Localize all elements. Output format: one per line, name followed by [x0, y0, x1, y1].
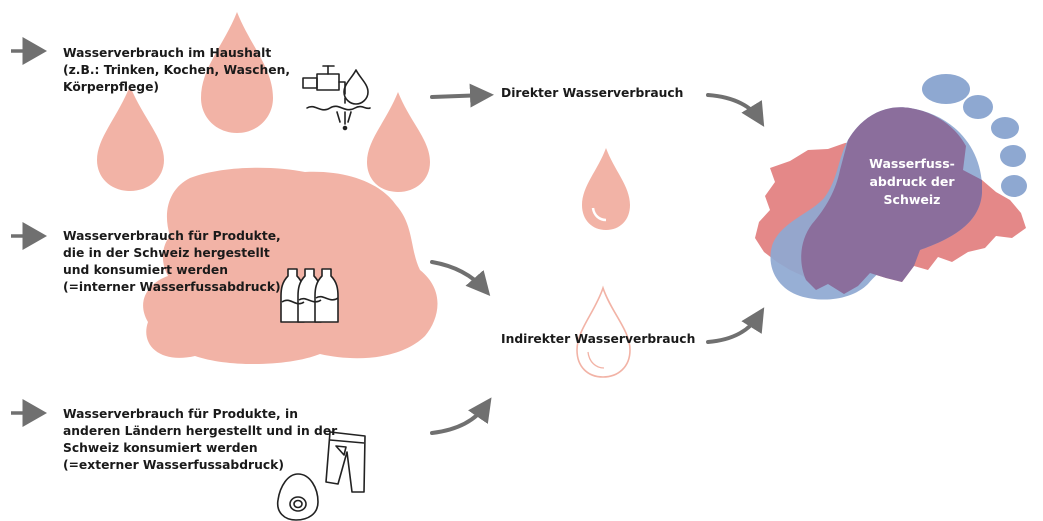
indirect-drop-inner [587, 351, 605, 369]
arrow-direct-to-footprint [706, 93, 765, 127]
label-line: Schweiz konsumiert werden [63, 441, 258, 455]
label-line: (=externer Wasserfussabdruck) [63, 458, 284, 472]
label-line: (=interner Wasserfussabdruck) [63, 280, 281, 294]
arrow-external-to-indirect [430, 397, 492, 435]
flow-arrows [430, 83, 765, 435]
bottles-icon [280, 268, 339, 323]
drop-shape [97, 86, 164, 191]
household-label: Wasserverbrauch im Haushalt (z.B.: Trink… [63, 45, 290, 96]
toe-shape [1001, 175, 1027, 197]
cloud-shape [143, 167, 438, 365]
direct-drop-highlight [591, 207, 607, 222]
internal-label: Wasserverbrauch für Produkte, die in der… [63, 228, 281, 296]
toe-shape [991, 117, 1019, 139]
footprint-illustration [755, 74, 1027, 300]
direct-drop-icon [582, 148, 630, 230]
label-line: Körperpflege) [63, 80, 160, 94]
footprint-overlap [801, 107, 982, 294]
external-label: Wasserverbrauch für Produkte, in anderen… [63, 406, 337, 474]
footprint-title: Wasserfuss- abdruck der Schweiz [852, 155, 972, 209]
arrow-internal-to-indirect [430, 260, 491, 297]
footprint-title-line: abdruck der [869, 174, 955, 189]
direct-consumption-label: Direkter Wasserverbrauch [501, 86, 684, 100]
indirect-drop-icon [576, 285, 631, 378]
faucet-hand-icon [302, 65, 371, 131]
drop-shape [367, 92, 430, 192]
toe-shape [1000, 145, 1026, 167]
label-line: anderen Ländern hergestellt und in der [63, 424, 338, 438]
label-line: Wasserverbrauch für Produkte, [63, 229, 281, 243]
footprint-title-line: Schweiz [883, 192, 941, 207]
drop-shape [201, 12, 273, 133]
arrow-indirect-to-footprint [706, 307, 765, 344]
input-arrows [11, 37, 47, 427]
arrow-to-direct [430, 83, 494, 108]
toe-shape [963, 95, 993, 119]
jeans-icon [325, 431, 366, 493]
label-line: Wasserverbrauch im Haushalt [63, 46, 272, 60]
label-line: (z.B.: Trinken, Kochen, Waschen, [63, 63, 291, 77]
footprint-title-line: Wasserfuss- [869, 156, 955, 171]
water-drop-shapes [97, 12, 430, 192]
label-line: und konsumiert werden [63, 263, 228, 277]
label-line: die in der Schweiz hergestellt [63, 246, 270, 260]
label-line: Wasserverbrauch für Produkte, in [63, 407, 298, 421]
toe-shape [922, 74, 970, 104]
avocado-icon [276, 473, 319, 521]
indirect-consumption-label: Indirekter Wasserverbrauch [501, 332, 696, 346]
